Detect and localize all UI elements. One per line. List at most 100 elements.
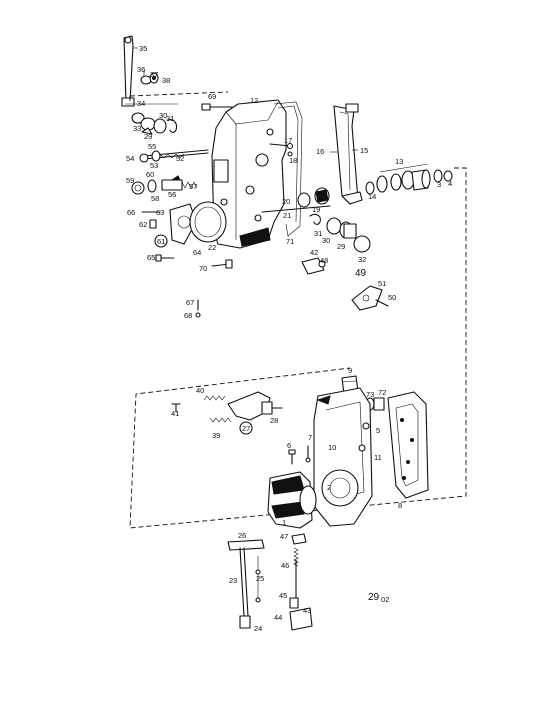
lower-housing-2: [313, 387, 373, 527]
callout-31: 31: [166, 114, 174, 123]
callout-12: 12: [250, 96, 258, 105]
callout-15: 15: [360, 146, 368, 155]
shaft-collars-29-34: [125, 103, 178, 135]
callout-52: 52: [176, 154, 184, 163]
rod-linkage-43-47: [289, 533, 313, 631]
callout-2: 2: [327, 483, 331, 492]
callout-23: 23: [229, 576, 237, 585]
callout-45: 45: [279, 591, 287, 600]
callout-38: 38: [162, 76, 170, 85]
callout-9: 9: [348, 366, 352, 375]
callout-48: 48: [320, 256, 328, 265]
cover-gasket-8: [387, 391, 429, 499]
callout-37: 37: [150, 70, 158, 79]
callout-65: 65: [147, 253, 155, 262]
callout-47: 47: [280, 532, 288, 541]
callout-13: 13: [395, 157, 403, 166]
spring-parts-56-60: [131, 175, 198, 195]
callout-66: 66: [127, 208, 135, 217]
callout-11: 11: [374, 453, 382, 462]
callout-14: 14: [368, 192, 376, 201]
callout-41: 41: [171, 409, 179, 418]
nut-parts-36-38: [140, 70, 159, 85]
callout-33: 33: [133, 124, 141, 133]
callout-72: 72: [378, 388, 386, 397]
callout-62: 62: [139, 220, 147, 229]
callout-67: 67: [186, 298, 194, 307]
callout-6: 6: [287, 441, 291, 450]
callout-57: 57: [189, 182, 197, 191]
callout-54: 54: [126, 154, 134, 163]
bolt-part-69: [201, 103, 233, 111]
callout-60: 60: [146, 170, 154, 179]
callout-27: 27: [242, 424, 250, 433]
callout-7: 7: [308, 433, 312, 442]
callout-61: 61: [157, 237, 165, 246]
callout-labels: 35 36 37 38 34 69 12 30 33 29 31 55 54 5…: [126, 44, 452, 633]
callout-20: 20: [282, 197, 290, 206]
callout-71: 71: [286, 237, 294, 246]
callout-40: 40: [196, 386, 204, 395]
bracket-parts-61-66: [141, 203, 197, 248]
cam-parts-19-21: [261, 187, 331, 213]
callout-29: 29: [337, 242, 345, 251]
callout-49: 49: [355, 268, 367, 279]
pin-parts-17-18: [269, 142, 294, 157]
callout-43: 43: [303, 606, 311, 615]
callout-51: 51: [378, 279, 386, 288]
callout-28: 28: [270, 416, 278, 425]
figure-number: 29 02: [368, 592, 389, 604]
rod-linkage-23-26: [227, 539, 265, 629]
callout-29: 29: [144, 132, 152, 141]
pin-parts-67-68: [195, 299, 201, 318]
flyweight-drum-1: [267, 471, 317, 529]
callout-3: 3: [437, 180, 441, 189]
gasket-part-12: [273, 101, 303, 237]
callout-42: 42: [310, 248, 318, 257]
callout-18: 18: [289, 156, 297, 165]
callout-1: 1: [282, 518, 286, 527]
callout-36: 36: [137, 65, 145, 74]
callout-63: 63: [156, 208, 164, 217]
cover-plate-22: [189, 201, 227, 243]
callout-21: 21: [283, 211, 291, 220]
callout-44: 44: [274, 613, 282, 622]
screw-parts-6-7: [288, 445, 311, 465]
callout-25: 25: [256, 574, 264, 583]
callout-16: 16: [316, 147, 324, 156]
callout-30: 30: [159, 111, 167, 120]
lever-part-35: [121, 35, 138, 107]
callout-30: 30: [322, 236, 330, 245]
callout-58: 58: [151, 194, 159, 203]
callout-17: 17: [284, 136, 292, 145]
callout-26: 26: [238, 531, 246, 540]
callout-50: 50: [388, 293, 396, 302]
callout-59: 59: [126, 176, 134, 185]
callout-4: 4: [448, 179, 452, 188]
linkage-parts-27-41: [171, 391, 283, 435]
figure-number-main: 29: [368, 592, 380, 603]
callout-34: 34: [137, 99, 145, 108]
bushings-13-14-3-4: [365, 163, 453, 195]
callout-53: 53: [150, 161, 158, 170]
callout-22: 22: [208, 243, 216, 252]
figure-number-sub: 02: [381, 595, 389, 604]
callout-24: 24: [254, 624, 262, 633]
callout-10: 10: [328, 443, 336, 452]
callout-5: 5: [376, 426, 380, 435]
spindle-parts-52-55: [139, 149, 209, 163]
callout-31: 31: [314, 229, 322, 238]
callout-55: 55: [148, 142, 156, 151]
callout-19: 19: [312, 205, 320, 214]
callout-39: 39: [212, 431, 220, 440]
lever-parts-49-51: [351, 285, 389, 311]
callout-73: 73: [366, 390, 374, 399]
callout-56: 56: [168, 190, 176, 199]
callout-64: 64: [193, 248, 201, 257]
callout-8: 8: [398, 501, 402, 510]
callout-70: 70: [199, 264, 207, 273]
callout-69: 69: [208, 92, 216, 101]
sleeve-parts-29-32: [309, 213, 371, 253]
bracket-parts-42-48: [301, 257, 326, 275]
